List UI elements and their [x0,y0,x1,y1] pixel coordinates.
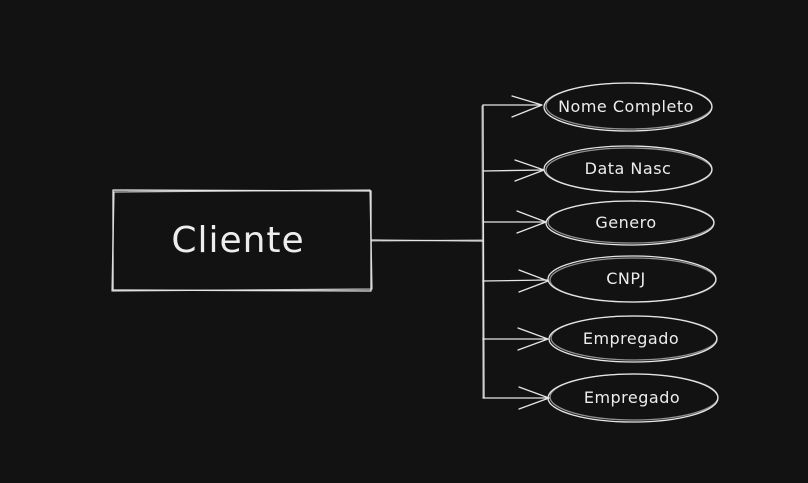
entity-box-outline-sketch [111,189,373,292]
attribute-label: Genero [595,213,656,232]
attribute-ellipse-sketch [547,200,715,244]
connector-trunk [482,104,485,399]
attribute-data-nasc[interactable]: Data Nasc [482,145,713,193]
arrow-line [482,279,548,282]
attribute-ellipse-sketch [549,257,717,303]
connector-trunk-sketch [481,105,484,398]
entity-cliente[interactable]: Cliente [111,189,373,292]
connector-main [370,104,485,399]
attribute-nome-completo[interactable]: Nome Completo [482,82,713,132]
arrow-head [518,386,550,410]
attribute-ellipse-sketch [545,82,713,130]
attribute-ellipse-sketch [550,315,718,361]
attribute-empregado-2[interactable]: Empregado [482,373,719,423]
attribute-label: CNPJ [606,269,646,288]
attribute-label: Data Nasc [585,159,672,178]
attribute-cnpj[interactable]: CNPJ [482,255,717,303]
attribute-label: Empregado [583,329,679,348]
attribute-empregado-1[interactable]: Empregado [482,315,718,363]
attribute-label: Empregado [584,388,680,407]
entity-label: Cliente [171,220,304,261]
arrow-head [511,95,543,118]
arrow-line [482,169,544,172]
attribute-label: Nome Completo [558,97,694,116]
attribute-genero[interactable]: Genero [482,200,715,246]
attribute-ellipse-sketch [545,147,713,193]
arrow-head [517,327,549,351]
attribute-ellipse-sketch [549,373,719,421]
connector-horizontal-sketch [371,239,483,242]
